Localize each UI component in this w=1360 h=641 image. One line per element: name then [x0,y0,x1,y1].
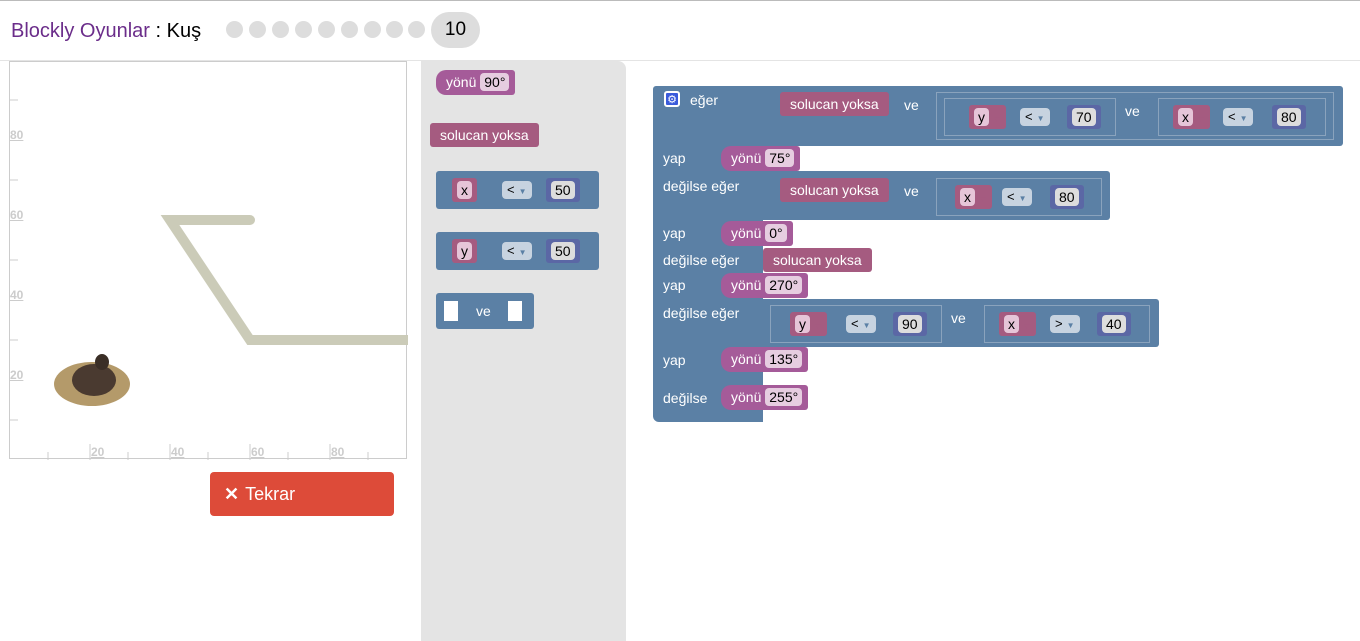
heading-block[interactable]: yönü 75° [721,146,801,171]
heading-block[interactable]: yönü 255° [721,385,809,410]
and-label: ve [904,183,919,199]
elseif-label: değilse eğer [663,252,740,268]
current-level: 10 [431,12,480,48]
flyout-heading-block[interactable]: yönü 90° [436,70,516,95]
page-title: Blockly Oyunlar : Kuş [11,20,201,43]
compare-block[interactable] [984,305,1150,343]
else-label: değilse [663,390,708,406]
do-label: yap [663,352,686,368]
x-tick: 80 [331,445,345,459]
angle-field[interactable]: 90° [480,73,510,91]
y-tick: 60 [10,208,24,222]
y-tick: 80 [10,128,24,142]
flyout-compare-y-block[interactable]: y <▼ 50 [436,232,599,270]
flyout-compare-x-block[interactable]: x <▼ 50 [436,171,599,209]
compare-block[interactable] [944,98,1116,136]
and-label: ve [951,310,966,326]
level-8[interactable] [386,21,403,38]
game-visualization: 80 60 40 20 20 40 60 80 [9,61,408,460]
visualization-svg [10,99,408,460]
and-label: ve [904,97,919,113]
level-2[interactable] [249,21,266,38]
level-4[interactable] [295,21,312,38]
divider [0,60,1360,61]
compare-block[interactable] [770,305,942,343]
worm-condition[interactable]: solucan yoksa [780,92,889,116]
worm-condition[interactable]: solucan yoksa [763,248,872,272]
level-9[interactable] [408,21,425,38]
app-link[interactable]: Blockly Oyunlar [11,20,150,42]
elseif-label: değilse eğer [663,178,740,194]
compare-block[interactable] [936,178,1102,216]
x-tick: 60 [251,445,265,459]
nest-with-bird [54,354,130,406]
flyout-worm-block[interactable]: solucan yoksa [430,123,539,147]
worm-condition[interactable]: solucan yoksa [780,178,889,202]
compare-block[interactable] [1158,98,1326,136]
x-tick: 40 [171,445,185,459]
level-6[interactable] [341,21,358,38]
gear-icon[interactable]: ⚙ [664,91,680,107]
x-tick: 20 [91,445,105,459]
and-block[interactable] [936,92,1334,140]
retry-button[interactable]: ✕Tekrar [210,472,394,516]
level-7[interactable] [364,21,381,38]
level-3[interactable] [272,21,289,38]
do-label: yap [663,277,686,293]
separator: : [149,20,167,42]
if-label: eğer [690,92,719,108]
game-name: Kuş [166,20,202,42]
axis-ticks [10,99,369,460]
retry-label: Tekrar [245,484,296,504]
heading-block[interactable]: yönü 0° [721,221,793,246]
heading-block[interactable]: yönü 135° [721,347,809,372]
level-5[interactable] [318,21,335,38]
do-label: yap [663,225,686,241]
elseif-label: değilse eğer [663,305,740,321]
close-icon: ✕ [224,484,240,504]
flyout-and-block[interactable]: ve [436,293,534,329]
and-label: ve [1125,103,1140,119]
toolbox-flyout [421,61,626,641]
heading-block[interactable]: yönü 270° [721,273,809,298]
y-tick: 20 [10,368,24,382]
level-1[interactable] [226,21,243,38]
y-tick: 40 [10,288,24,302]
wall [160,215,408,345]
do-label: yap [663,150,686,166]
